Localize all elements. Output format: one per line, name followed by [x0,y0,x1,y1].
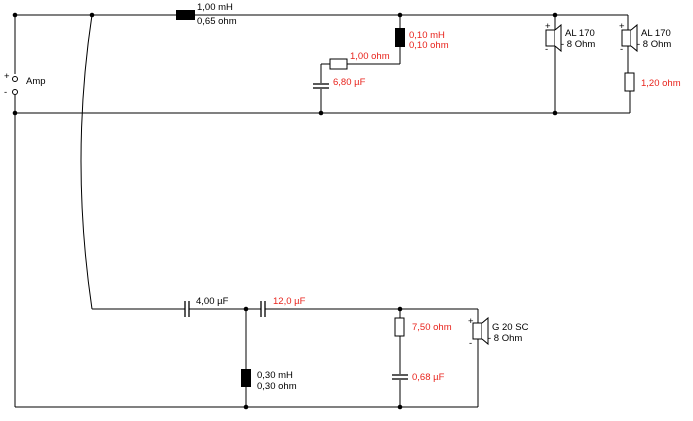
junction-dots [12,12,558,410]
shunt-inductor-symbol [241,369,251,387]
speaker-icon [472,322,483,340]
parallel-resistor-symbol [394,317,405,337]
woofer-driver-1: + - AL 170 - 8 Ohm [545,15,595,113]
notch-inductor-resistance: 0,10 ohm [409,40,449,51]
notch-capacitor-value: 6,80 µF [333,77,366,88]
inductor-resistance: 0,65 ohm [197,16,237,27]
parallel-resistor-value: 7,50 ohm [412,322,452,333]
amp-minus-terminal [12,89,18,95]
driver-plus: + [619,21,625,32]
driver-impedance: - 8 Ohm [561,39,595,50]
parallel-capacitor-value: 0,68 µF [412,372,445,383]
driver-plus: + [468,316,474,327]
inductor-symbol [176,10,195,20]
amp-plus-sign: + [4,71,10,82]
driver-impedance: - 8 Ohm [637,39,671,50]
junction-dot [12,110,18,116]
speaker-cone-icon [481,316,489,346]
driver-impedance: - 8 Ohm [488,333,522,344]
series-resistor-value: 1,20 ohm [641,78,681,89]
notch-resistor-symbol [329,58,348,70]
woofer-driver-2: + - AL 170 - 8 Ohm 1,20 ohm [619,15,681,113]
notch-inductor-symbol [395,28,405,47]
woofer-series-inductor: 1,00 mH 0,65 ohm [176,2,237,27]
shunt-inductor-resistance: 0,30 ohm [257,381,297,392]
amp-plus-terminal [12,76,18,82]
driver-minus: - [545,44,548,55]
driver-name: G 20 SC [492,322,529,333]
capacitor-1-value: 4,00 µF [196,296,229,307]
driver-minus: - [469,338,472,349]
inductor-value: 1,00 mH [197,2,233,13]
junction-dot [12,12,18,18]
driver-name: AL 170 [565,28,595,39]
speaker-cone-icon [554,23,562,53]
speaker-cone-icon [630,23,638,53]
driver-minus: - [620,44,623,55]
series-resistor-symbol [624,72,635,92]
amp-label: Amp [26,76,46,87]
notch-filter: 0,10 mH 0,10 ohm 1,00 ohm 6,80 µF [313,15,449,113]
wire-tweeter-feed [80,14,93,310]
driver-plus: + [545,21,551,32]
main-wires [15,14,630,408]
shunt-inductor-value: 0,30 mH [257,370,293,381]
notch-resistor-value: 1,00 ohm [350,51,390,62]
driver-name: AL 170 [641,28,671,39]
amp-terminals: + - Amp [4,15,46,407]
junction-dot [89,12,95,18]
speaker-icon [621,29,632,47]
tweeter-filter: 4,00 µF 12,0 µF 0,30 mH 0,30 ohm 7,50 oh… [184,296,529,407]
notch-inductor-value: 0,10 mH [409,30,445,41]
amp-minus-sign: - [4,87,7,98]
capacitor-2-value: 12,0 µF [273,296,306,307]
